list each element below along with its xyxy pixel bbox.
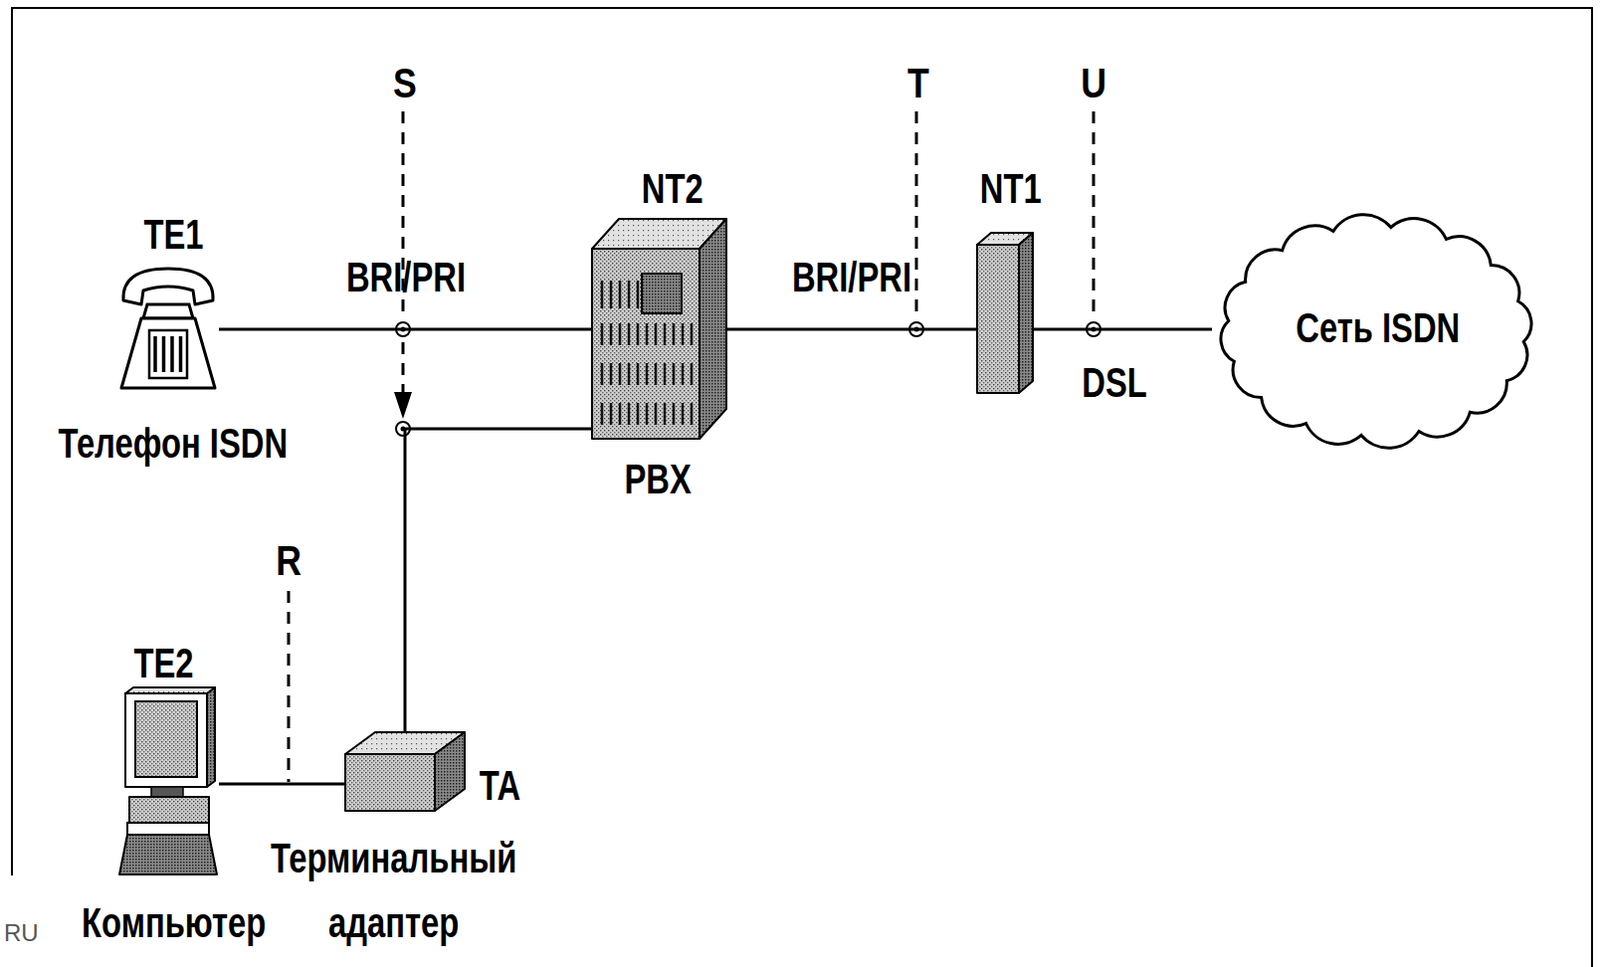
reference-point-letter: R bbox=[275, 537, 302, 586]
terminal-adapter: TA Терминальный адаптер bbox=[268, 721, 538, 961]
computer-icon bbox=[117, 685, 219, 878]
computer-te2: TE2Компьютер bbox=[59, 636, 289, 946]
connector-line bbox=[218, 783, 346, 787]
connector-label: DSL bbox=[1081, 359, 1148, 407]
s-dashed-line bbox=[401, 342, 405, 395]
node-caption: PBX bbox=[623, 455, 691, 504]
pbx-nt2: NT2PBX bbox=[557, 159, 757, 503]
connector-label: BRI/PRI bbox=[792, 253, 912, 302]
watermark: RU bbox=[3, 919, 39, 948]
connector-line bbox=[1032, 328, 1212, 332]
u-dashed-line bbox=[1092, 111, 1096, 319]
isdn-phone: TE1Телефон ISDN bbox=[39, 203, 309, 473]
ta-icon bbox=[345, 732, 465, 811]
connector-line bbox=[404, 428, 593, 733]
node-heading: TA bbox=[478, 762, 520, 810]
node-heading: TE2 bbox=[133, 639, 194, 688]
node-caption: Терминальный адаптер bbox=[269, 825, 516, 956]
node-heading: NT2 bbox=[640, 165, 703, 213]
node-caption: Сеть ISDN bbox=[1295, 304, 1460, 353]
reference-point-letter: S bbox=[393, 59, 417, 108]
t-dashed-line bbox=[915, 111, 919, 319]
reference-lines bbox=[288, 111, 1094, 783]
connector-label: BRI/PRI bbox=[345, 253, 465, 302]
phone-icon bbox=[117, 260, 219, 394]
reference-point-letter: U bbox=[1080, 59, 1107, 108]
reference-arrowhead bbox=[394, 392, 412, 419]
connector-line bbox=[726, 328, 978, 332]
nt1-device: NT1 bbox=[955, 159, 1065, 399]
connector-line bbox=[218, 328, 593, 332]
frame bbox=[11, 7, 1593, 967]
node-caption: Телефон ISDN bbox=[58, 419, 289, 468]
node-caption: Компьютер bbox=[81, 899, 266, 948]
r-dashed-line bbox=[287, 591, 291, 783]
pbx-icon bbox=[592, 218, 727, 439]
nt1-icon bbox=[977, 232, 1033, 394]
reference-point-letter: T bbox=[907, 59, 930, 108]
node-heading: TE1 bbox=[143, 210, 203, 259]
node-caption: NT1 bbox=[979, 165, 1041, 213]
isdn-network-cloud: Сеть ISDN bbox=[1211, 210, 1541, 452]
